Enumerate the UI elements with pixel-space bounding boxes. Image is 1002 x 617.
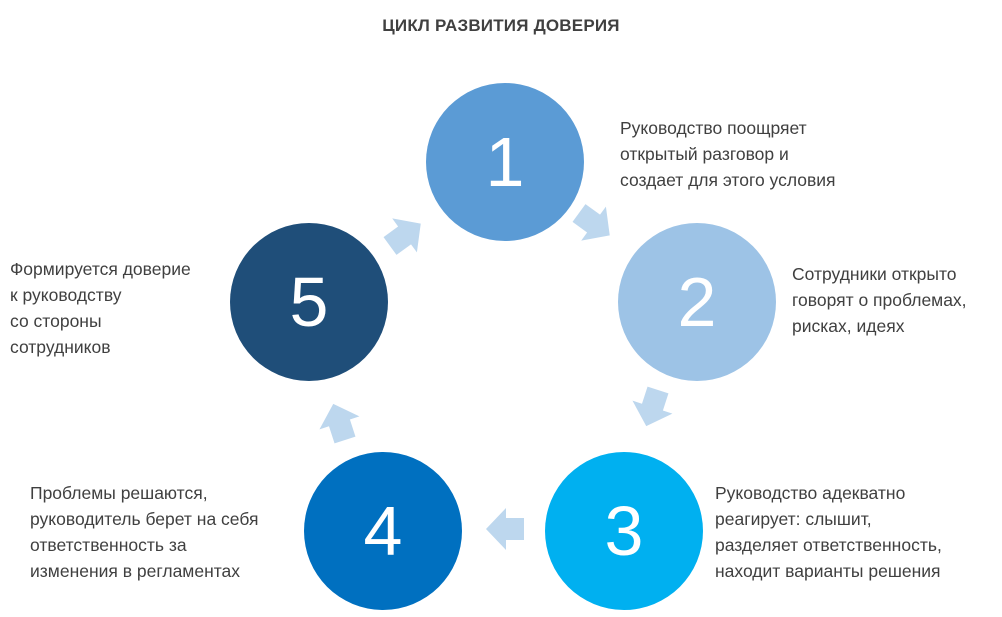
arrow-1-to-2 — [572, 204, 610, 241]
arrow-2-to-3 — [632, 386, 673, 427]
arrow-3-to-4 — [486, 508, 524, 550]
step-5-circle: 5 — [230, 223, 388, 381]
step-1-number: 1 — [485, 123, 525, 201]
step-2-circle: 2 — [618, 223, 776, 381]
step-2-number: 2 — [677, 263, 717, 341]
step-4-number: 4 — [363, 492, 403, 570]
step-4-description: Проблемы решаются, руководитель берет на… — [30, 483, 259, 581]
step-5-description: Формируется доверие к руководству со сто… — [10, 259, 191, 357]
step-1-description: Руководство поощряет открытый разговор и… — [620, 118, 836, 190]
diagram-title: ЦИКЛ РАЗВИТИЯ ДОВЕРИЯ — [382, 16, 620, 35]
step-3-description: Руководство адекватно реагирует: слышит,… — [715, 483, 942, 581]
arrow-5-to-1 — [383, 218, 421, 255]
arrow-4-to-5 — [319, 403, 360, 444]
step-1-circle: 1 — [426, 83, 584, 241]
step-5-number: 5 — [289, 263, 329, 341]
step-3-number: 3 — [604, 492, 644, 570]
step-3-circle: 3 — [545, 452, 703, 610]
step-4-circle: 4 — [304, 452, 462, 610]
step-2-description: Сотрудники открыто говорят о проблемах, … — [792, 264, 967, 336]
